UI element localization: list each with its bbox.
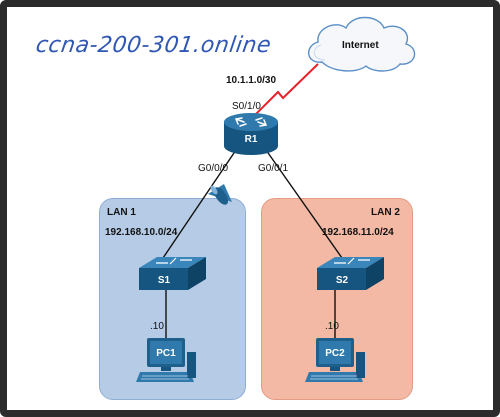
internet-label: Internet	[342, 40, 379, 51]
lan1-label: LAN 1	[107, 207, 136, 218]
interface-g000-label: G0/0/0	[198, 163, 229, 174]
router-r1-icon	[224, 113, 278, 155]
pc2-host-address: .10	[325, 321, 339, 332]
lan2-label: LAN 2	[371, 207, 400, 218]
link-r1-s2	[265, 149, 343, 259]
lan2-network-label: 192.168.11.0/24	[322, 227, 394, 238]
internet-cloud	[308, 16, 416, 72]
link-r1-s1	[162, 149, 237, 259]
wan-network-label: 10.1.1.0/30	[226, 75, 277, 86]
pc2-icon	[305, 338, 365, 382]
lan1-network-label: 192.168.10.0/24	[105, 227, 178, 238]
switch-s1-label: S1	[158, 275, 171, 286]
lan2-area	[261, 198, 413, 400]
switch-s2-icon	[317, 257, 384, 290]
serial-link	[251, 63, 319, 119]
pc1-host-address: .10	[150, 321, 164, 332]
switch-s1-icon	[139, 257, 206, 290]
access-point-icon	[208, 184, 232, 205]
interface-g001-label: G0/0/1	[258, 163, 289, 174]
router-r1-label: R1	[245, 134, 258, 145]
pc1-label: PC1	[156, 348, 176, 359]
pc2-label: PC2	[325, 348, 345, 359]
pc1-icon	[136, 338, 196, 382]
switch-s2-label: S2	[336, 275, 349, 286]
serial-interface-label: S0/1/0	[232, 101, 261, 112]
